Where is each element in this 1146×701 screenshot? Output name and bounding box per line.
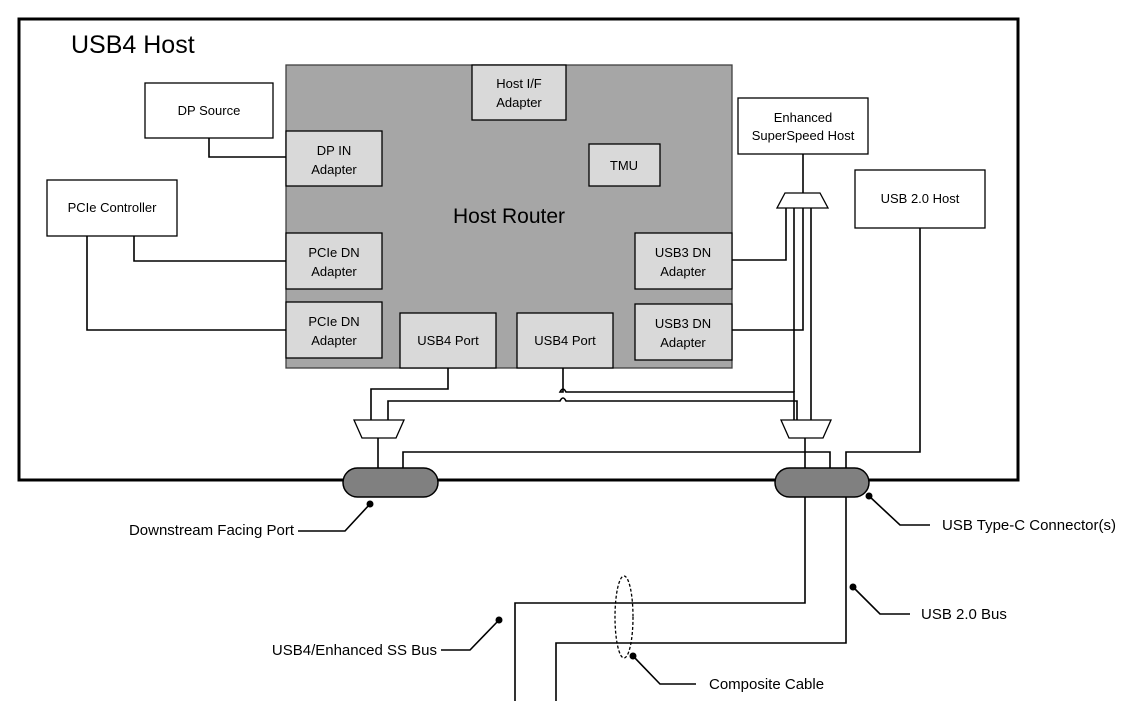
- usb2-host-box: [854, 169, 986, 229]
- dfp-mux: [352, 419, 406, 439]
- tmu-label: TMU: [610, 158, 638, 173]
- usb3-dn-adapter-2-label-2: Adapter: [660, 335, 706, 350]
- usb4-port-2-label: USB4 Port: [534, 333, 596, 348]
- type-c-connector: [774, 467, 870, 498]
- pcie-dn-adapter-2-label-1: PCIe DN: [308, 314, 359, 329]
- connection-wires: [86, 138, 921, 701]
- tmu-box: [588, 143, 661, 187]
- host-if-adapter-label-1: Host I/F: [496, 76, 542, 91]
- dp-source-label: DP Source: [178, 103, 241, 118]
- dp-in-adapter-box: [285, 130, 383, 187]
- usb3-dn-adapter-2-box: [634, 303, 733, 361]
- usb4-ess-bus-label: USB4/Enhanced SS Bus: [272, 642, 437, 659]
- composite-cable-label: Composite Cable: [709, 676, 824, 693]
- composite-cable-ring: [614, 575, 634, 659]
- usb2-bus-label: USB 2.0 Bus: [921, 606, 1007, 623]
- host-if-adapter-box: [471, 64, 567, 121]
- downstream-facing-port-label: Downstream Facing Port: [129, 522, 295, 539]
- callout-leaders: [298, 492, 930, 685]
- ess-host-label-2: SuperSpeed Host: [752, 128, 855, 143]
- pcie-controller-label: PCIe Controller: [68, 200, 158, 215]
- usb2-host-label: USB 2.0 Host: [881, 191, 960, 206]
- ess-mux: [775, 192, 830, 209]
- usb3-dn-adapter-1-label-1: USB3 DN: [655, 245, 711, 260]
- host-router-title: Host Router: [453, 205, 565, 228]
- pcie-dn-adapter-1-label-2: Adapter: [311, 264, 357, 279]
- usb4-port-1-box: [399, 312, 497, 369]
- usb4-port-1-label: USB4 Port: [417, 333, 479, 348]
- host-if-adapter-label-2: Adapter: [496, 95, 542, 110]
- pcie-dn-adapter-2-label-2: Adapter: [311, 333, 357, 348]
- pcie-controller-box: [46, 179, 178, 237]
- ess-host-box: [737, 97, 869, 155]
- type-c-mux: [779, 419, 833, 439]
- pcie-dn-adapter-1-label-1: PCIe DN: [308, 245, 359, 260]
- usb3-dn-adapter-2-label-1: USB3 DN: [655, 316, 711, 331]
- usb3-dn-adapter-1-label-2: Adapter: [660, 264, 706, 279]
- ess-host-label-1: Enhanced: [774, 110, 833, 125]
- dp-in-adapter-label-2: Adapter: [311, 162, 357, 177]
- dp-source-box: [144, 82, 274, 139]
- pcie-dn-adapter-2-box: [285, 301, 383, 359]
- usb4-port-2-box: [516, 312, 614, 369]
- usb4-host-title: USB4 Host: [71, 31, 195, 59]
- pcie-dn-adapter-1-box: [285, 232, 383, 290]
- type-c-connector-label: USB Type-C Connector(s): [942, 517, 1116, 534]
- usb3-dn-adapter-1-box: [634, 232, 733, 290]
- downstream-facing-port-connector: [342, 467, 439, 498]
- dp-in-adapter-label-1: DP IN: [317, 143, 351, 158]
